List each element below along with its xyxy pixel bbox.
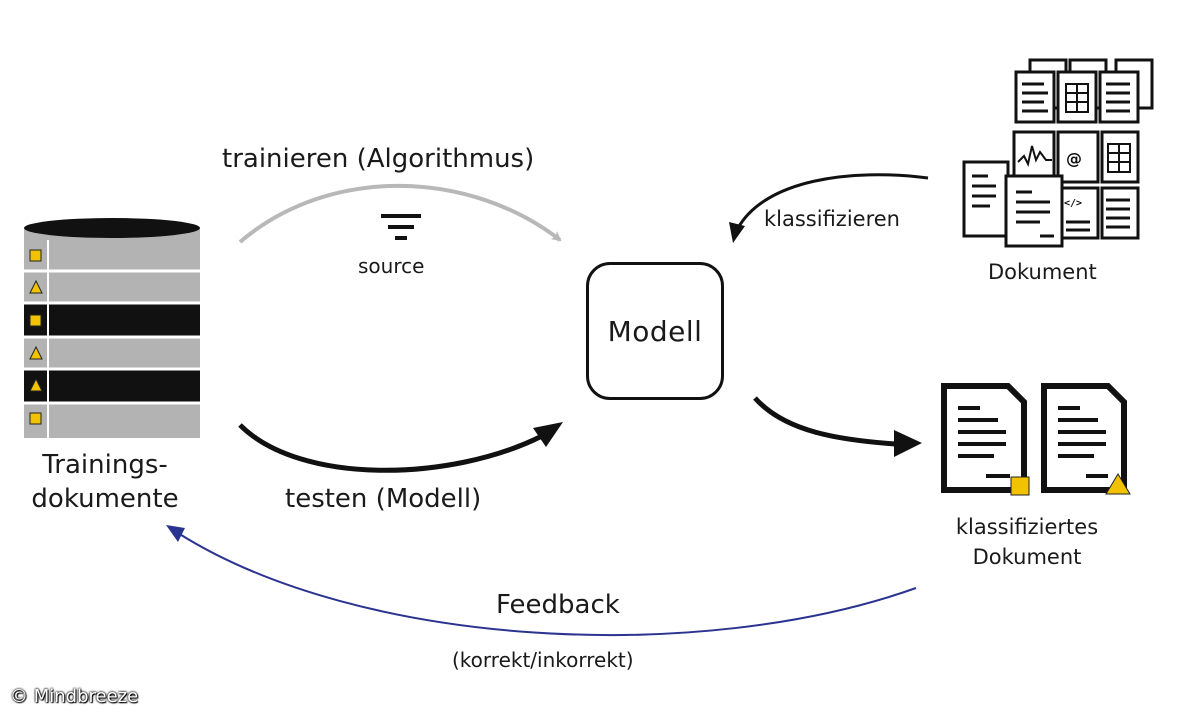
train-label: trainieren (Algorithmus) xyxy=(222,144,535,174)
classified-docs-label: klassifiziertes Dokument xyxy=(934,512,1120,572)
copyright-label: © Mindbreeze xyxy=(10,686,139,707)
filter-icon xyxy=(381,214,421,240)
classify-label: klassifizieren xyxy=(764,207,900,231)
classified-document-icon xyxy=(1041,383,1131,495)
training-docs-line2: dokumente xyxy=(31,484,179,514)
svg-text:@: @ xyxy=(1066,149,1082,168)
classified-line2: Dokument xyxy=(972,545,1082,569)
model-label: Modell xyxy=(607,314,703,348)
database-icon xyxy=(24,218,200,438)
document-label: Dokument xyxy=(988,260,1097,284)
source-label: source xyxy=(358,254,425,278)
feedback-arrow xyxy=(177,532,917,637)
training-docs-line1: Trainings- xyxy=(42,450,168,480)
classify-arrow xyxy=(736,173,929,229)
classified-line1: klassifiziertes xyxy=(955,515,1099,539)
document-stack-icon xyxy=(962,58,1154,248)
document-stack-details xyxy=(972,82,1131,238)
feedback-sub-label: (korrekt/inkorrekt) xyxy=(452,648,634,672)
train-arrow xyxy=(238,183,562,244)
output-arrow xyxy=(753,396,896,447)
svg-text:</>: </> xyxy=(1064,198,1082,209)
test-label: testen (Modell) xyxy=(285,484,482,514)
feedback-label: Feedback xyxy=(496,590,620,620)
classified-document-icon xyxy=(941,383,1030,496)
training-docs-label: Trainings- dokumente xyxy=(20,448,190,516)
test-arrow xyxy=(238,423,544,473)
model-box: Modell xyxy=(586,262,724,400)
